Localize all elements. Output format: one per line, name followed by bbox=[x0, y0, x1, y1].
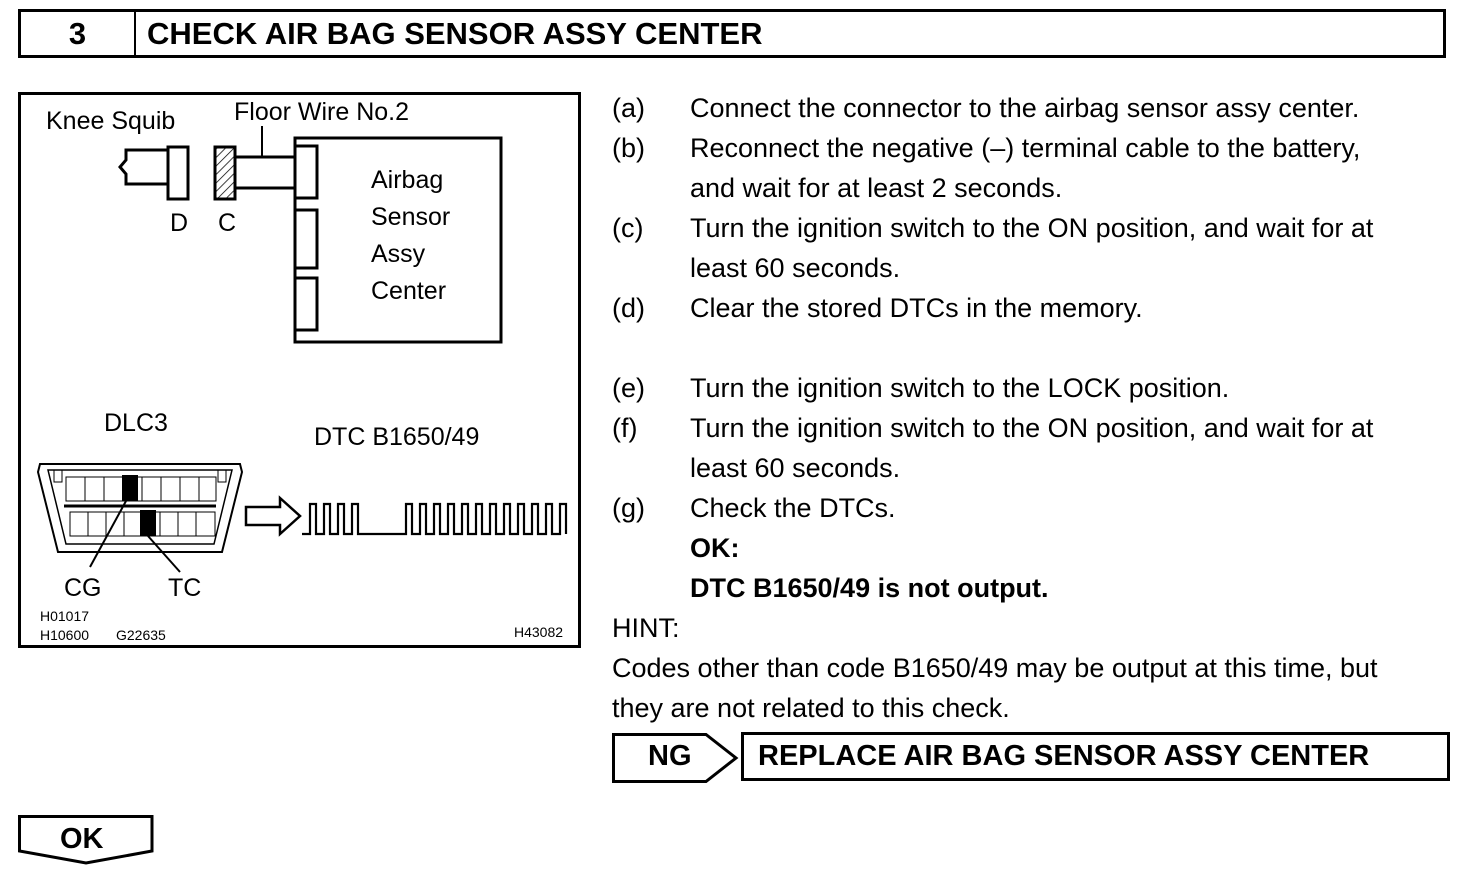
step-label: (f) bbox=[612, 413, 638, 443]
cg-terminal bbox=[122, 475, 138, 501]
signal-arrow bbox=[244, 495, 302, 537]
ng-action-box[interactable]: REPLACE AIR BAG SENSOR ASSY CENTER bbox=[741, 732, 1450, 781]
step-number: 3 bbox=[21, 12, 136, 55]
step-text: and wait for at least 2 seconds. bbox=[690, 173, 1063, 203]
figure-code-4: H43082 bbox=[514, 624, 564, 640]
connector-c-label: C bbox=[218, 209, 237, 237]
step-text: Clear the stored DTCs in the memory. bbox=[690, 293, 1143, 323]
step-text: Connect the connector to the airbag sens… bbox=[690, 93, 1360, 123]
ok-button-label: OK bbox=[60, 823, 104, 855]
step-text: least 60 seconds. bbox=[690, 253, 901, 283]
step-label: (d) bbox=[612, 293, 645, 323]
dlc3-connector bbox=[36, 463, 244, 553]
step-text: Turn the ignition switch to the ON posit… bbox=[690, 413, 1374, 443]
step-label: (g) bbox=[612, 493, 645, 523]
cg-label: CG bbox=[64, 574, 102, 602]
step-title: CHECK AIR BAG SENSOR ASSY CENTER bbox=[147, 15, 763, 51]
ng-label: NG bbox=[648, 740, 692, 772]
step-label: (c) bbox=[612, 213, 644, 243]
hint-line-2: they are not related to this check. bbox=[612, 693, 1010, 723]
dlc3-label: DLC3 bbox=[104, 409, 168, 437]
connector-d-label: D bbox=[170, 209, 189, 237]
floor-wire-label: Floor Wire No.2 bbox=[234, 98, 410, 126]
tc-label: TC bbox=[168, 574, 202, 602]
airbag-label-3: Assy bbox=[371, 240, 426, 268]
airbag-label-1: Airbag bbox=[371, 166, 444, 194]
step-text: Reconnect the negative (–) terminal cabl… bbox=[690, 133, 1361, 163]
airbag-label-2: Sensor bbox=[371, 203, 451, 231]
tc-terminal bbox=[140, 510, 156, 536]
ok-heading: OK: bbox=[690, 533, 740, 563]
dtc-label: DTC B1650/49 bbox=[314, 423, 480, 451]
step-label: (b) bbox=[612, 133, 645, 163]
hint-line-1: Codes other than code B1650/49 may be ou… bbox=[612, 653, 1378, 683]
ng-arrow-icon[interactable] bbox=[612, 733, 740, 783]
ok-arrow-icon[interactable] bbox=[18, 815, 158, 865]
step-text: least 60 seconds. bbox=[690, 453, 901, 483]
figure-code-1: H01017 bbox=[40, 608, 90, 624]
figure-diagram bbox=[18, 92, 581, 648]
connector-d bbox=[166, 145, 190, 201]
step-label: (e) bbox=[612, 373, 645, 403]
knee-squib-label: Knee Squib bbox=[46, 107, 176, 135]
step-text: Turn the ignition switch to the LOCK pos… bbox=[690, 373, 1230, 403]
step-header: 3 CHECK AIR BAG SENSOR ASSY CENTER bbox=[18, 9, 1446, 58]
hint-label: HINT: bbox=[612, 613, 680, 643]
figure-code-2: H10600 bbox=[40, 627, 90, 643]
step-text: Check the DTCs. bbox=[690, 493, 896, 523]
dtc-waveform bbox=[302, 502, 568, 536]
step-text: Turn the ignition switch to the ON posit… bbox=[690, 213, 1374, 243]
knee-squib-plug bbox=[118, 148, 170, 186]
step-label: (a) bbox=[612, 93, 645, 123]
ok-result-text: DTC B1650/49 is not output. bbox=[690, 573, 1049, 603]
figure-code-3: G22635 bbox=[116, 627, 166, 643]
connector-c bbox=[213, 145, 237, 201]
airbag-sensor-box bbox=[293, 136, 503, 344]
airbag-label-4: Center bbox=[371, 277, 447, 305]
wiring-figure: Knee Squib Floor Wire No.2 Airbag Sensor… bbox=[18, 92, 581, 648]
